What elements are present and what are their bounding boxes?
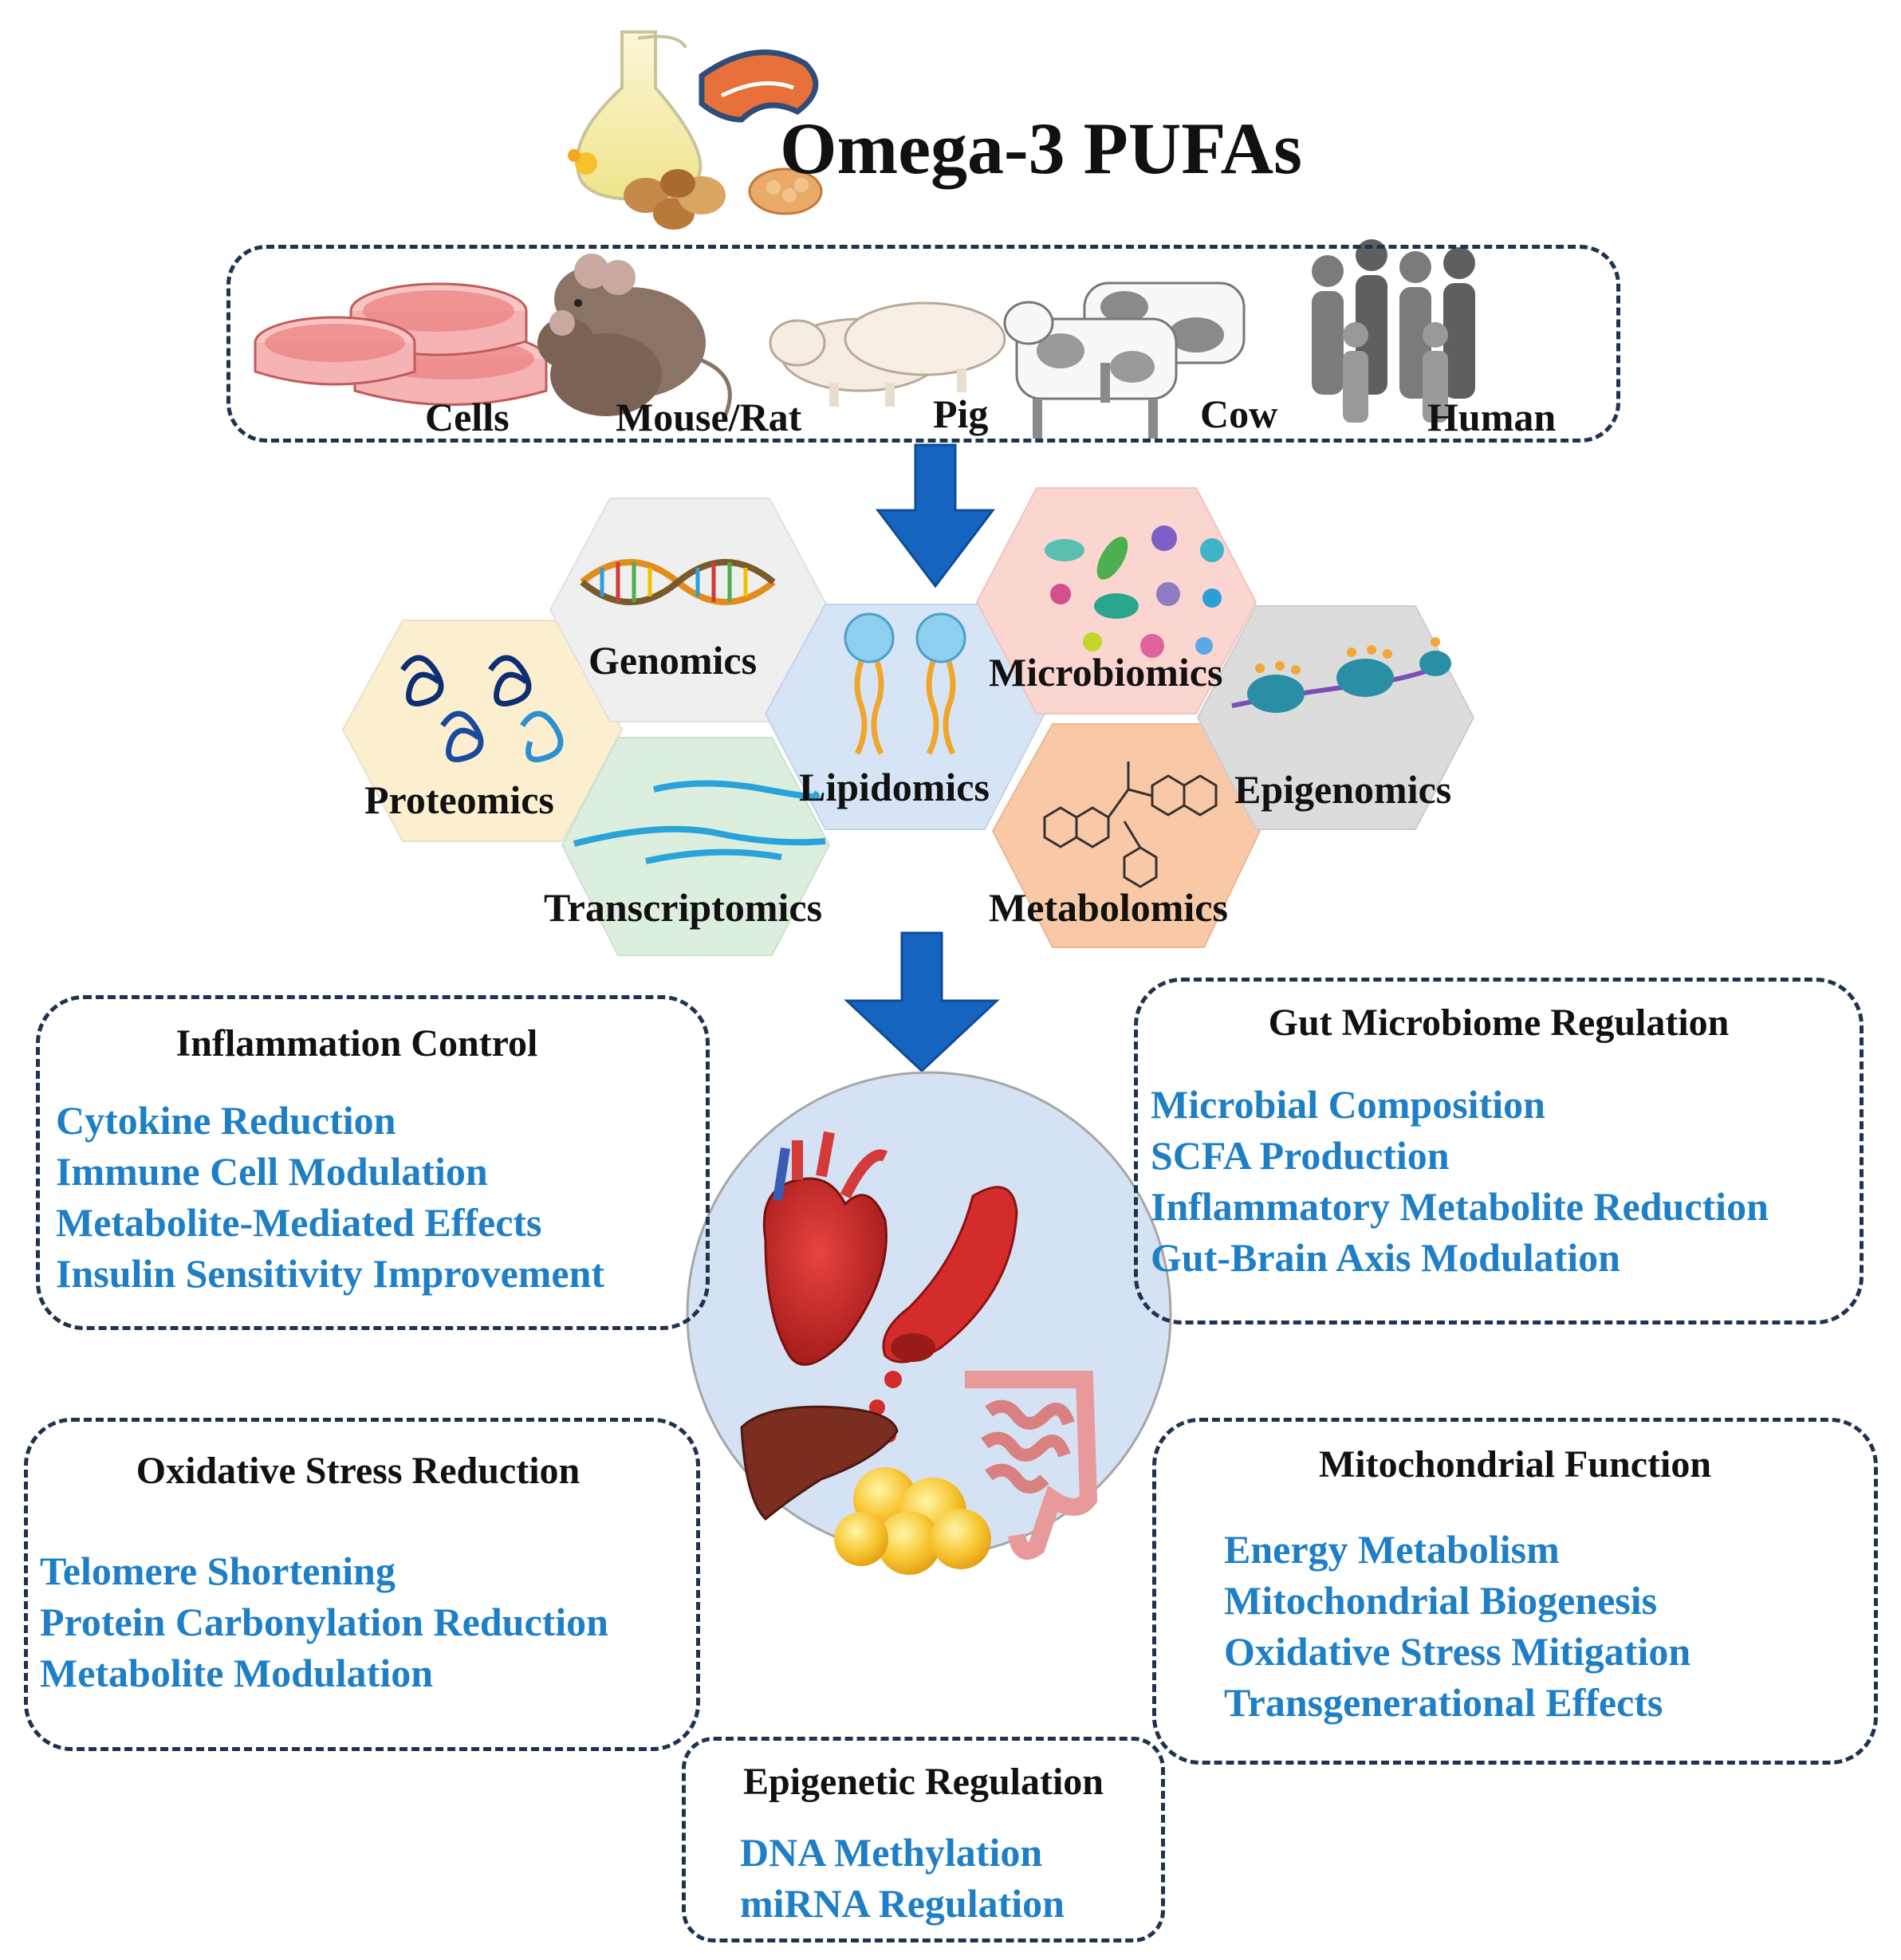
- lipid-icon: [844, 612, 966, 755]
- list-item: SCFA Production: [1151, 1133, 1450, 1178]
- model-label-cells: Cells: [425, 395, 510, 439]
- list-item: Transgenerational Effects: [1224, 1680, 1663, 1725]
- omics-label-epigenomics: Epigenomics: [1234, 767, 1452, 812]
- epigenetic-regulation-box: Epigenetic Regulation DNA Methylation mi…: [682, 1737, 1165, 1942]
- intestine-icon: [965, 1371, 1098, 1560]
- fat-cells-icon: [834, 1467, 991, 1575]
- list-item: Protein Carbonylation Reduction: [40, 1600, 608, 1644]
- rna-icon: [573, 780, 826, 864]
- list-item: Oxidative Stress Mitigation: [1224, 1629, 1691, 1674]
- mouse-icon: [537, 254, 732, 416]
- gut-microbiome-list: Microbial Composition SCFA Production In…: [1151, 1079, 1769, 1283]
- list-item: Inflammatory Metabolite Reduction: [1151, 1184, 1769, 1229]
- list-item: Immune Cell Modulation: [56, 1149, 488, 1194]
- omics-hexagons: [341, 487, 1475, 956]
- mitochondrial-function-box: Mitochondrial Function Energy Metabolism…: [1152, 1418, 1878, 1765]
- omics-label-genomics: Genomics: [588, 638, 758, 683]
- model-organisms-box: [226, 245, 1620, 443]
- list-item: Metabolite-Mediated Effects: [56, 1200, 542, 1245]
- list-item: Cytokine Reduction: [56, 1098, 396, 1143]
- protein-icon: [400, 655, 564, 762]
- model-label-pig: Pig: [933, 392, 989, 436]
- chromatin-icon: [1231, 637, 1451, 713]
- list-item: Microbial Composition: [1151, 1082, 1545, 1127]
- mitochondrial-function-title: Mitochondrial Function: [1318, 1443, 1712, 1486]
- epigenomics-hexagon: [1196, 605, 1475, 830]
- down-arrow-icon: [844, 931, 1000, 1073]
- omics-label-transcriptomics: Transcriptomics: [544, 885, 823, 930]
- omics-label-microbiomics: Microbiomics: [989, 650, 1223, 695]
- list-item: Telomere Shortening: [40, 1549, 396, 1593]
- down-arrow-icon: [875, 443, 996, 588]
- list-item: Gut-Brain Axis Modulation: [1151, 1235, 1620, 1280]
- epigenetic-regulation-list: DNA Methylation miRNA Regulation: [740, 1827, 1065, 1929]
- dna-icon: [580, 559, 776, 605]
- microbes-icon: [1045, 525, 1224, 658]
- page-title: Omega-3 PUFAs: [780, 108, 1302, 189]
- list-item: Energy Metabolism: [1224, 1527, 1560, 1572]
- list-item: miRNA Regulation: [740, 1881, 1065, 1926]
- oxidative-stress-title: Oxidative Stress Reduction: [136, 1450, 581, 1492]
- list-item: Insulin Sensitivity Improvement: [56, 1251, 605, 1296]
- model-label-human: Human: [1427, 395, 1557, 439]
- inflammation-control-list: Cytokine Reduction Immune Cell Modulatio…: [56, 1095, 604, 1299]
- mitochondrial-function-list: Energy Metabolism Mitochondrial Biogenes…: [1224, 1524, 1690, 1728]
- list-item: Metabolite Modulation: [40, 1651, 434, 1695]
- model-label-mouse-rat: Mouse/Rat: [616, 395, 802, 439]
- oxidative-stress-list: Telomere Shortening Protein Carbonylatio…: [40, 1545, 608, 1698]
- gut-microbiome-title: Gut Microbiome Regulation: [1268, 1002, 1730, 1044]
- list-item: DNA Methylation: [740, 1830, 1043, 1875]
- inflammation-control-box: Inflammation Control Cytokine Reduction …: [36, 995, 710, 1330]
- omics-label-proteomics: Proteomics: [364, 777, 554, 822]
- petri-dish-icon: [254, 282, 548, 406]
- pig-icon: [769, 301, 1006, 407]
- heart-icon: [762, 1131, 888, 1366]
- organs-illustration: [686, 1071, 1172, 1575]
- list-item: Mitochondrial Biogenesis: [1224, 1578, 1658, 1623]
- epigenetic-regulation-title: Epigenetic Regulation: [743, 1761, 1104, 1803]
- inflammation-control-title: Inflammation Control: [175, 1022, 538, 1065]
- cow-icon: [1003, 281, 1246, 439]
- food-sources-icon: [568, 30, 823, 230]
- liver-icon: [740, 1405, 899, 1521]
- omics-label-lipidomics: Lipidomics: [799, 765, 990, 809]
- molecule-icon: [1043, 762, 1218, 888]
- oxidative-stress-box: Oxidative Stress Reduction Telomere Shor…: [24, 1418, 700, 1751]
- omics-label-metabolomics: Metabolomics: [989, 885, 1228, 930]
- gut-microbiome-box: Gut Microbiome Regulation Microbial Comp…: [1134, 978, 1864, 1324]
- people-icon: [1312, 239, 1475, 423]
- model-label-cow: Cow: [1200, 392, 1278, 436]
